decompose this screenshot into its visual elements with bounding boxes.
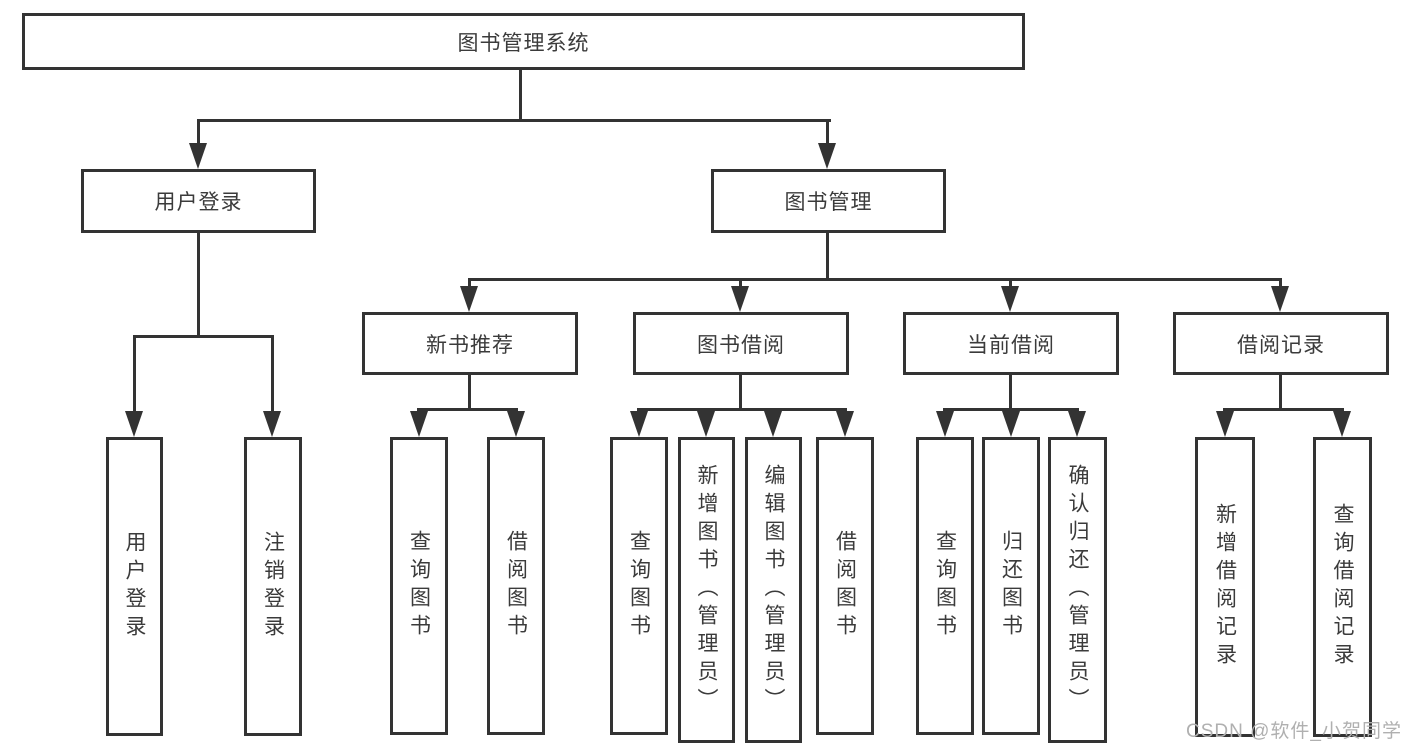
leaf-records-add: 新增借阅记录 xyxy=(1195,437,1255,737)
node-borrow-records-label: 借阅记录 xyxy=(1237,333,1325,357)
connector-book-borrow-stem xyxy=(739,375,742,408)
connector-drop-borrow-records xyxy=(1279,278,1282,290)
leaf-records-add-label: 新增借阅记录 xyxy=(1213,503,1237,671)
node-new-book-recommend: 新书推荐 xyxy=(362,312,578,375)
connector-book-management-stem xyxy=(826,233,829,278)
connector-level2-bar xyxy=(197,119,831,122)
arrow-down-records-query xyxy=(1333,411,1351,437)
node-root: 图书管理系统 xyxy=(22,13,1025,70)
arrow-down-current-query xyxy=(936,411,954,437)
connector-drop-book-borrow xyxy=(739,278,742,290)
node-book-borrow-label: 图书借阅 xyxy=(697,333,785,357)
leaf-borrow-add-books: 新增图书（管理员） xyxy=(678,437,735,743)
connector-level3-bar xyxy=(468,278,1282,281)
node-current-borrow-label: 当前借阅 xyxy=(967,333,1055,357)
arrow-down-borrow-records xyxy=(1271,286,1289,312)
connector-book-borrow-bar xyxy=(637,408,847,411)
leaf-current-query-books: 查询图书 xyxy=(916,437,974,735)
arrow-down-current-return xyxy=(1002,411,1020,437)
leaf-logout: 注销登录 xyxy=(244,437,302,736)
node-root-label: 图书管理系统 xyxy=(457,31,590,55)
leaf-user-login-label: 用户登录 xyxy=(123,530,146,643)
connector-drop-book-management xyxy=(826,119,829,147)
node-user-login: 用户登录 xyxy=(81,169,316,233)
node-new-book-recommend-label: 新书推荐 xyxy=(426,333,514,357)
leaf-recommend-borrow-books-label: 借阅图书 xyxy=(504,530,528,642)
leaf-borrow-edit-books-label: 编辑图书（管理员） xyxy=(762,464,785,716)
node-book-borrow: 图书借阅 xyxy=(633,312,849,375)
node-user-login-label: 用户登录 xyxy=(154,191,243,214)
arrow-down-new-book-recommend xyxy=(460,286,478,312)
leaf-borrow-borrow-books-label: 借阅图书 xyxy=(833,530,857,642)
leaf-recommend-query-books-label: 查询图书 xyxy=(407,530,431,642)
arrow-down-current-confirm xyxy=(1068,411,1086,437)
connector-root-stem xyxy=(519,70,522,119)
node-book-management: 图书管理 xyxy=(711,169,946,233)
arrow-down-book-borrow xyxy=(731,286,749,312)
connector-borrow-records-bar xyxy=(1223,408,1344,411)
leaf-borrow-query-books-label: 查询图书 xyxy=(627,530,651,642)
connector-new-book-recommend-stem xyxy=(468,375,471,408)
csdn-watermark: CSDN @软件_小贺同学 xyxy=(1186,721,1402,742)
leaf-records-query: 查询借阅记录 xyxy=(1313,437,1372,737)
connector-user-login-bar xyxy=(133,335,274,338)
arrow-down-records-add xyxy=(1216,411,1234,437)
connector-new-book-recommend-bar xyxy=(417,408,518,411)
leaf-borrow-borrow-books: 借阅图书 xyxy=(816,437,874,735)
leaf-borrow-edit-books: 编辑图书（管理员） xyxy=(745,437,802,743)
connector-drop-current-borrow xyxy=(1009,278,1012,290)
arrow-down-current-borrow xyxy=(1001,286,1019,312)
leaf-borrow-add-books-label: 新增图书（管理员） xyxy=(695,464,718,716)
arrow-down-logout-leaf xyxy=(263,411,281,437)
node-book-management-label: 图书管理 xyxy=(784,191,873,214)
connector-drop-logout-leaf xyxy=(271,335,274,413)
connector-drop-new-book-recommend xyxy=(468,278,471,290)
leaf-records-query-label: 查询借阅记录 xyxy=(1331,503,1354,671)
node-borrow-records: 借阅记录 xyxy=(1173,312,1389,375)
leaf-current-confirm-return: 确认归还（管理员） xyxy=(1048,437,1107,743)
arrow-down-user-login-leaf xyxy=(125,411,143,437)
arrow-down-recommend-borrow xyxy=(507,411,525,437)
node-current-borrow: 当前借阅 xyxy=(903,312,1119,375)
leaf-logout-label: 注销登录 xyxy=(261,530,285,643)
leaf-current-confirm-return-label: 确认归还（管理员） xyxy=(1066,464,1089,716)
arrow-down-borrow-borrow xyxy=(836,411,854,437)
connector-current-borrow-stem xyxy=(1009,375,1012,408)
connector-borrow-records-stem xyxy=(1279,375,1282,408)
leaf-borrow-query-books: 查询图书 xyxy=(610,437,668,735)
leaf-user-login: 用户登录 xyxy=(106,437,163,736)
leaf-current-return-books-label: 归还图书 xyxy=(999,530,1023,642)
arrow-down-recommend-query xyxy=(410,411,428,437)
connector-user-login-stem xyxy=(197,233,200,335)
arrow-down-borrow-query xyxy=(630,411,648,437)
leaf-current-return-books: 归还图书 xyxy=(982,437,1040,735)
arrow-down-book-management xyxy=(818,143,836,169)
connector-drop-user-login xyxy=(197,119,200,147)
leaf-current-query-books-label: 查询图书 xyxy=(933,530,957,642)
arrow-down-borrow-edit xyxy=(764,411,782,437)
leaf-recommend-borrow-books: 借阅图书 xyxy=(487,437,545,735)
leaf-recommend-query-books: 查询图书 xyxy=(390,437,448,735)
arrow-down-user-login xyxy=(189,143,207,169)
arrow-down-borrow-add xyxy=(697,411,715,437)
connector-drop-user-login-leaf xyxy=(133,335,136,413)
